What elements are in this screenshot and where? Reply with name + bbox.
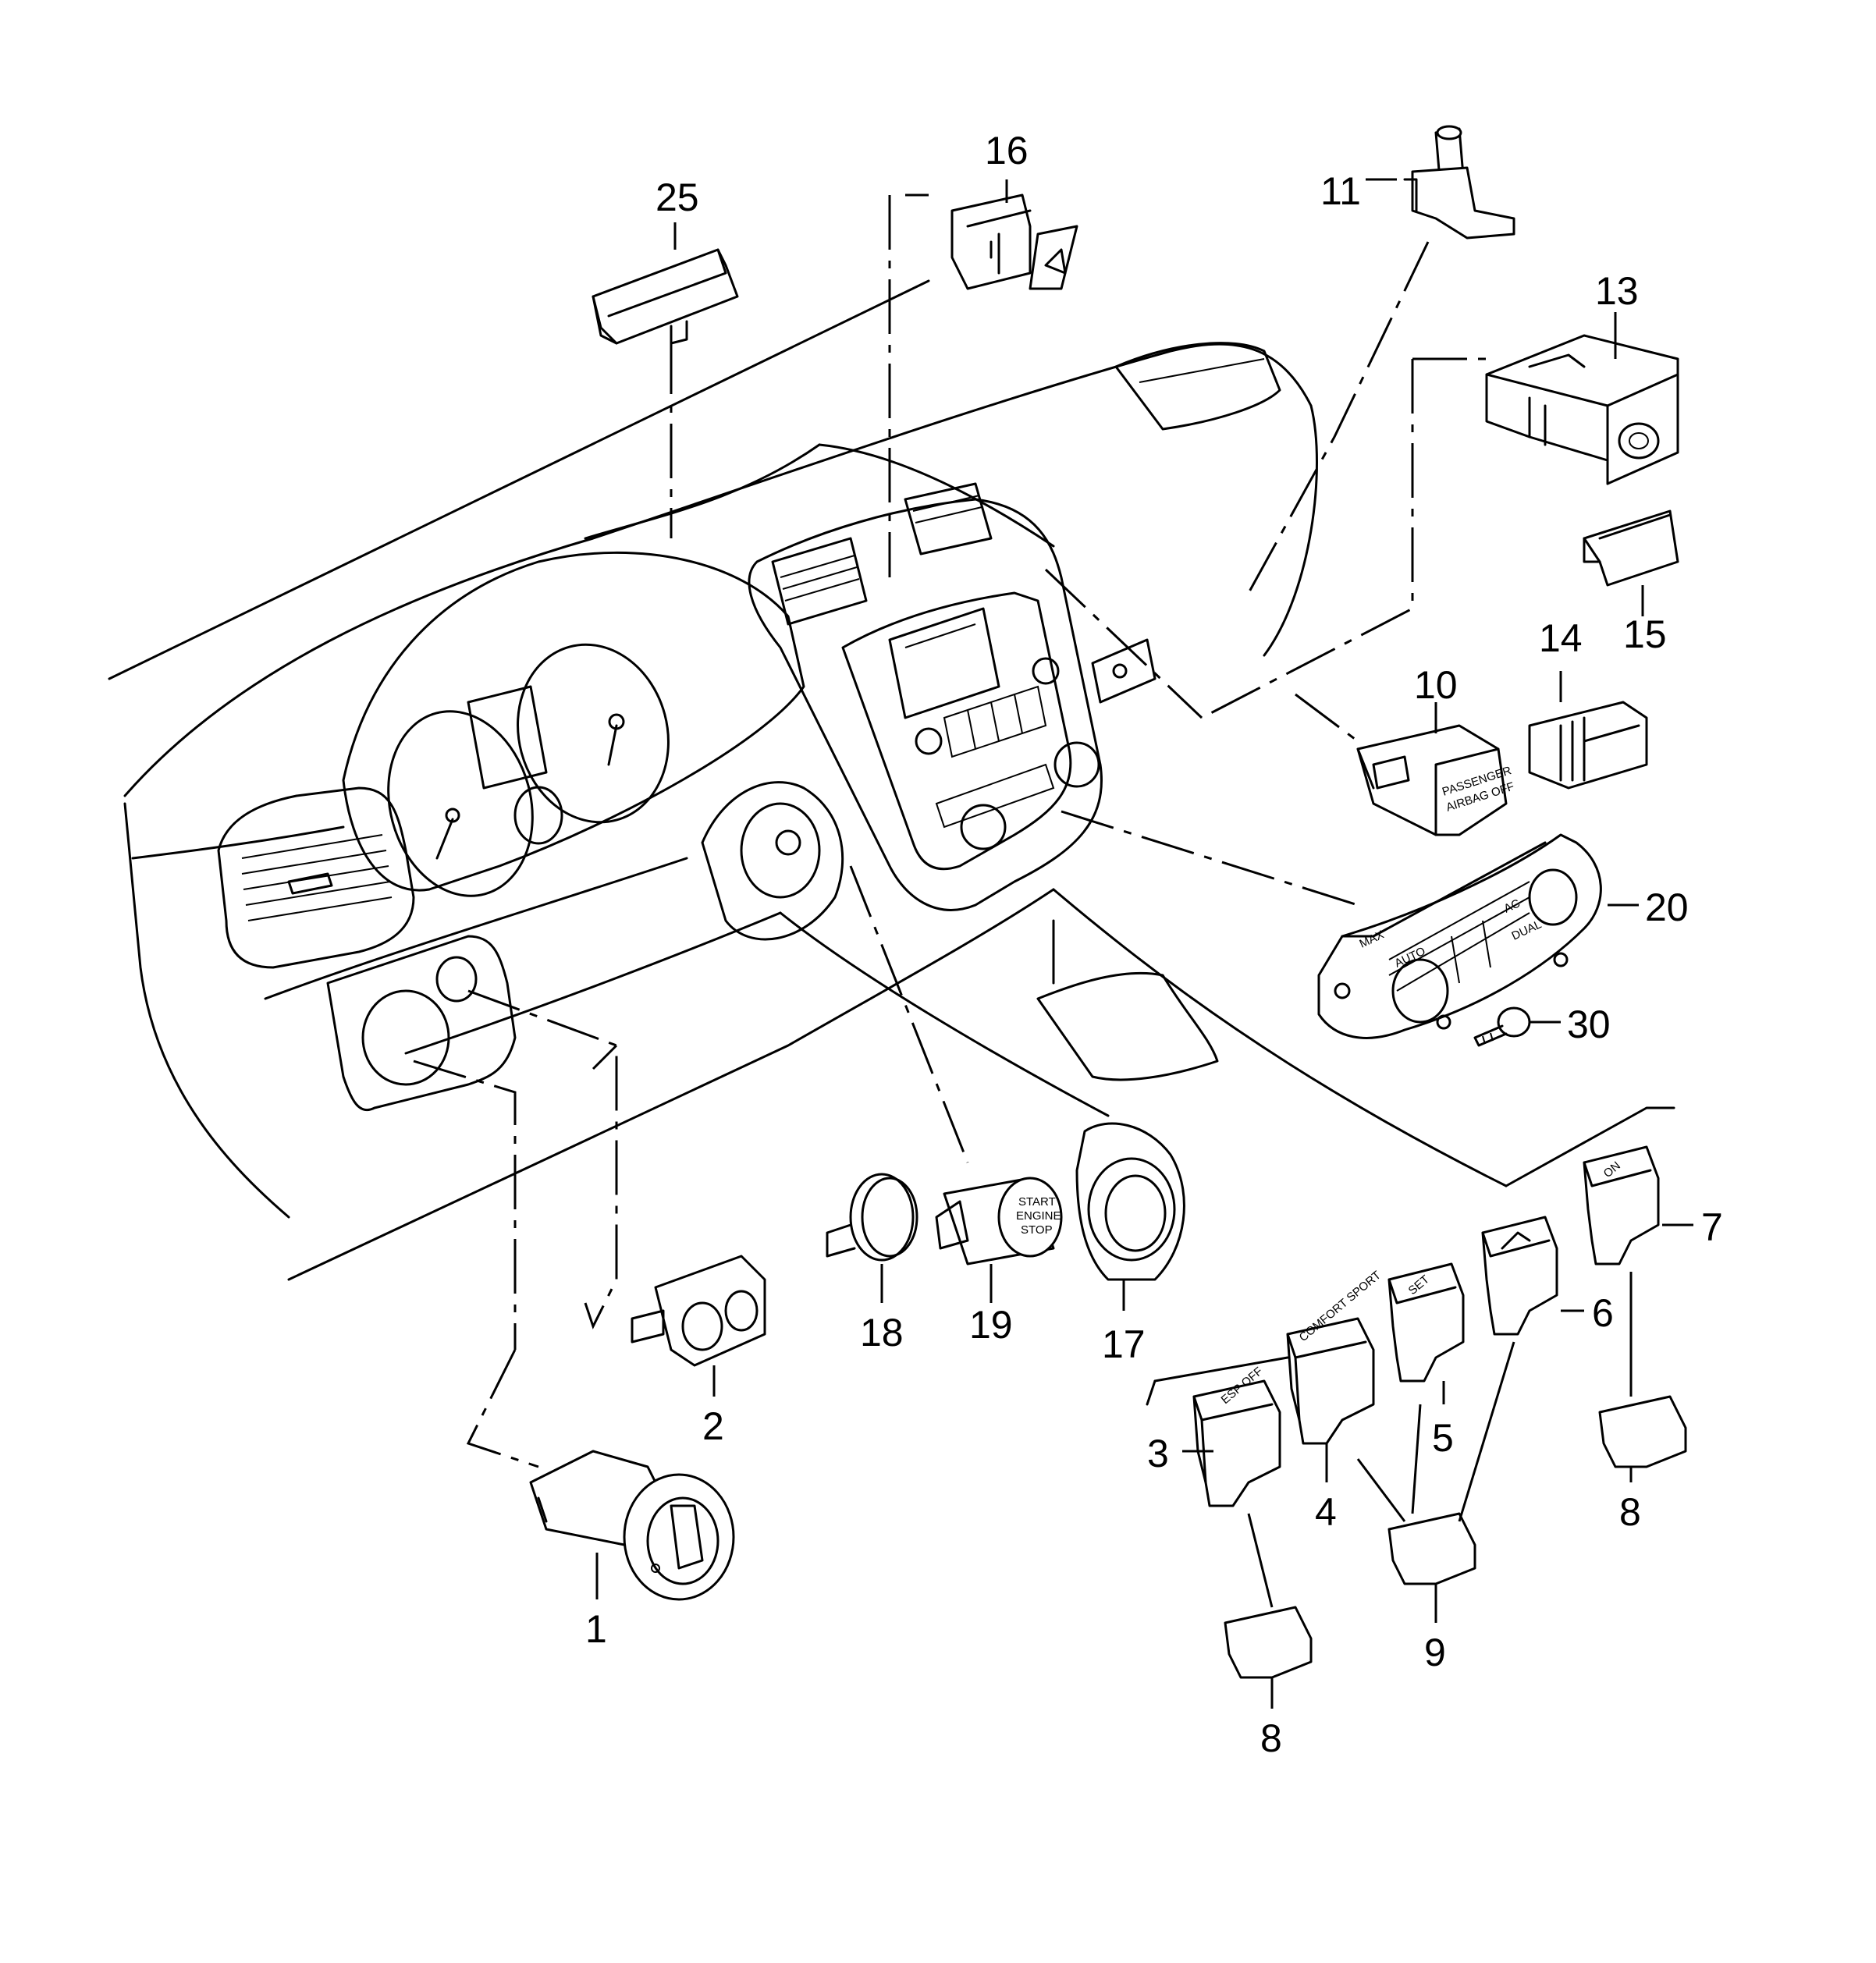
callout-5: 5 bbox=[1432, 1416, 1454, 1460]
callout-8-bottom: 8 bbox=[1260, 1716, 1282, 1760]
leader-lines bbox=[413, 193, 1675, 1468]
part-4-comfort-sport-switch: COMFORT SPORT bbox=[1286, 1269, 1384, 1445]
callout-18: 18 bbox=[860, 1311, 904, 1354]
callout-30: 30 bbox=[1567, 1003, 1611, 1046]
start-label-line3: STOP bbox=[1021, 1223, 1053, 1237]
part-20-climate-control: AUTO AC MAX DUAL bbox=[1317, 833, 1602, 1039]
callout-7: 7 bbox=[1701, 1205, 1723, 1249]
part-8-blank-bottom bbox=[1224, 1606, 1313, 1679]
callout-4: 4 bbox=[1315, 1490, 1337, 1534]
callout-14: 14 bbox=[1539, 616, 1583, 660]
part-9-blank bbox=[1387, 1512, 1476, 1585]
callout-11: 11 bbox=[1320, 169, 1361, 213]
callout-numbers: 25 16 11 13 15 14 10 20 30 18 19 17 2 1 … bbox=[585, 129, 1723, 1760]
callout-20: 20 bbox=[1645, 886, 1689, 929]
part-16-hazard-switch bbox=[950, 193, 1078, 290]
part-5-set-switch: SET bbox=[1387, 1262, 1465, 1383]
part-6-parking-switch bbox=[1481, 1216, 1558, 1336]
part-15-blank-cover bbox=[1583, 509, 1679, 587]
part-18-ring bbox=[826, 1173, 918, 1262]
callout-17: 17 bbox=[1102, 1322, 1146, 1366]
callout-1: 1 bbox=[585, 1607, 607, 1651]
callout-8-right: 8 bbox=[1619, 1490, 1641, 1534]
callout-leaders bbox=[595, 178, 1693, 1709]
part-19-start-stop-button: START ENGINE STOP bbox=[935, 1177, 1063, 1265]
callout-10: 10 bbox=[1414, 663, 1458, 707]
callout-25: 25 bbox=[656, 176, 699, 219]
callout-13: 13 bbox=[1595, 269, 1639, 313]
start-label-line2: ENGINE bbox=[1016, 1209, 1061, 1223]
part-11-sensor bbox=[1403, 125, 1515, 240]
part-25-cover bbox=[592, 248, 739, 345]
callout-3: 3 bbox=[1147, 1432, 1169, 1475]
part-14-switch bbox=[1528, 701, 1648, 790]
callout-15: 15 bbox=[1623, 612, 1667, 656]
callout-6: 6 bbox=[1592, 1291, 1614, 1335]
callout-16: 16 bbox=[985, 129, 1029, 172]
part-30-screw bbox=[1473, 1006, 1531, 1047]
dashboard-illustration bbox=[108, 279, 1508, 1281]
part-7-on-switch: ON bbox=[1583, 1145, 1660, 1265]
callout-19: 19 bbox=[969, 1303, 1013, 1347]
part-3-esp-off-switch: ESP OFF bbox=[1192, 1365, 1281, 1507]
part-17-bezel bbox=[1075, 1122, 1185, 1281]
part-10-airbag-indicator: PASSENGER AIRBAG OFF bbox=[1356, 724, 1516, 836]
callout-2: 2 bbox=[702, 1404, 724, 1448]
callout-9: 9 bbox=[1424, 1631, 1446, 1674]
part-8-blank-right bbox=[1598, 1395, 1687, 1468]
part-2-switch bbox=[631, 1255, 766, 1367]
part-1-light-switch bbox=[529, 1450, 735, 1601]
start-label-line1: START bbox=[1018, 1195, 1056, 1209]
part-13-switch-module bbox=[1485, 334, 1679, 485]
